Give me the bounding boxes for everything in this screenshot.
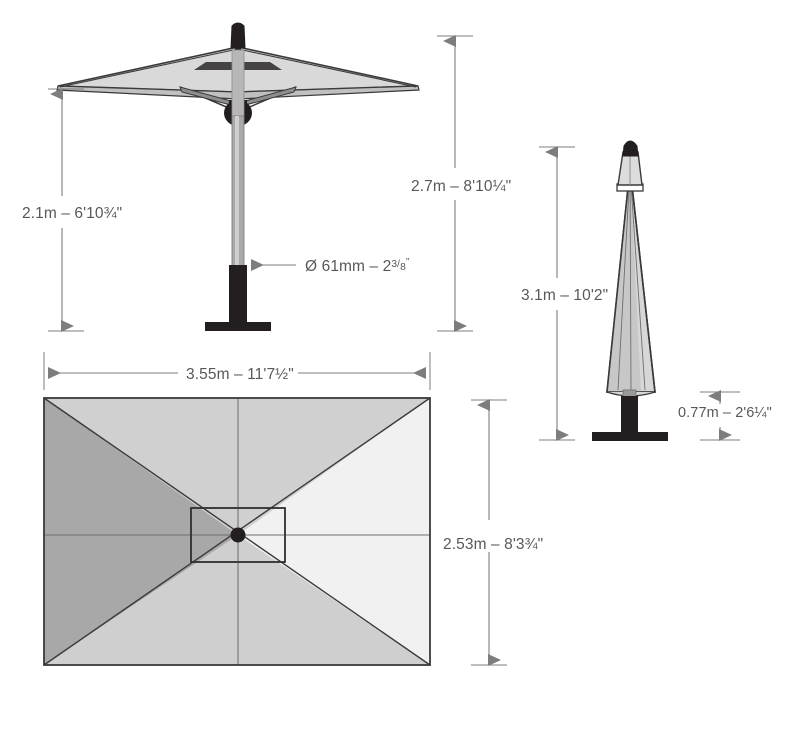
dimension-label-canopy-depth: 2.53m – 8'3¾" xyxy=(443,536,543,553)
closed-finial xyxy=(622,140,639,157)
finial-cap xyxy=(230,22,246,49)
dimension-canopy-clearance-height: 2.1m – 6'10¾" xyxy=(22,88,122,332)
base xyxy=(205,265,271,331)
view-front-closed xyxy=(592,140,668,441)
view-plan xyxy=(43,397,431,666)
canopy-rib-right xyxy=(237,48,417,88)
dimension-canopy-width: 3.55m – 11'7½" xyxy=(43,352,431,390)
dimension-canopy-depth: 2.53m – 8'3¾" xyxy=(443,399,543,666)
closed-base-plate xyxy=(592,432,668,441)
dimension-label-clearance-height: 2.1m – 6'10¾" xyxy=(22,205,122,222)
dimension-label-overall-closed-height: 3.1m – 10'2" xyxy=(521,287,608,304)
canopy-outline xyxy=(43,397,431,666)
fold-line-1 xyxy=(617,169,631,391)
diameter-separator: – xyxy=(369,258,378,275)
pole-highlight xyxy=(235,116,239,268)
panel-left xyxy=(44,398,238,665)
pole-centre-dot xyxy=(230,527,246,543)
fold-line-3 xyxy=(629,169,646,391)
diameter-imperial-whole: 2 xyxy=(383,258,392,275)
diameter-denominator: 8 xyxy=(400,262,406,273)
hub-rectangle xyxy=(190,507,286,563)
pole-upper-section xyxy=(231,49,245,117)
base-plate xyxy=(205,322,271,331)
closed-pole-sleeve xyxy=(621,396,638,438)
dimension-pole-diameter: Ø 61mm – 23/8” xyxy=(251,257,410,275)
finial xyxy=(230,22,246,52)
dimension-overall-closed-height: 3.1m – 10'2" xyxy=(521,146,608,441)
dimension-label-overall-open-height: 2.7m – 8'10¼" xyxy=(411,178,511,195)
finial-neck xyxy=(235,44,241,52)
panel-right xyxy=(238,398,430,665)
dimension-label-pole-diameter: Ø 61mm – 23/8” xyxy=(305,257,410,275)
dimension-base-to-canopy-closed: 0.77m – 2'6¼" xyxy=(678,390,772,441)
fold-line-2 xyxy=(629,169,632,391)
diameter-numerator: 3 xyxy=(391,259,397,270)
panel-top xyxy=(44,398,430,535)
canopy-rib-left xyxy=(59,48,239,88)
view-front-open xyxy=(56,22,420,331)
dimension-overall-open-height: 2.7m – 8'10¼" xyxy=(411,35,511,332)
diameter-symbol: Ø xyxy=(305,258,317,275)
panel-bottom xyxy=(44,535,430,665)
dimension-label-base-to-canopy-closed: 0.77m – 2'6¼" xyxy=(678,405,772,421)
base-sleeve xyxy=(229,265,247,322)
diameter-metric: 61mm xyxy=(322,258,365,275)
dimension-label-canopy-width: 3.55m – 11'7½" xyxy=(186,366,294,383)
pole xyxy=(231,49,245,269)
